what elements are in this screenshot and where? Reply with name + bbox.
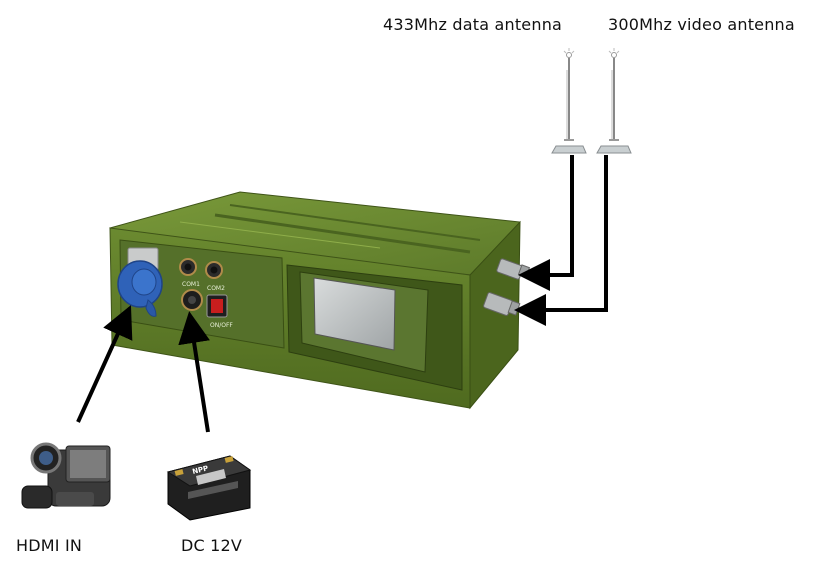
video-antenna-wire	[514, 155, 608, 326]
transmitter-device	[109, 191, 521, 410]
dc-power-arrow	[178, 311, 210, 433]
com2-port-icon	[205, 261, 223, 279]
camcorder-icon	[21, 442, 111, 509]
hdmi-connector-icon	[117, 247, 163, 317]
com1-label: COM1	[182, 281, 200, 288]
hdmi-in-label: HDMI IN	[16, 536, 83, 555]
data-antenna-label: 433Mhz data antenna	[383, 15, 563, 34]
dc-power-jack-icon	[181, 289, 203, 311]
battery-icon	[166, 455, 252, 521]
dc-12v-label: DC 12V	[181, 536, 243, 555]
com1-port-icon	[179, 258, 197, 276]
lcd-screen	[313, 277, 396, 351]
video-antenna-label: 300Mhz video antenna	[608, 15, 795, 34]
power-switch[interactable]	[206, 294, 228, 318]
power-switch-label: ON/OFF	[210, 322, 233, 329]
video-antenna-icon	[596, 48, 632, 154]
hdmi-arrow	[76, 305, 133, 423]
data-antenna-icon	[551, 48, 587, 154]
com2-label: COM2	[207, 285, 225, 292]
data-antenna-wire	[518, 155, 574, 291]
battery-brand-label: NPP	[192, 464, 210, 476]
